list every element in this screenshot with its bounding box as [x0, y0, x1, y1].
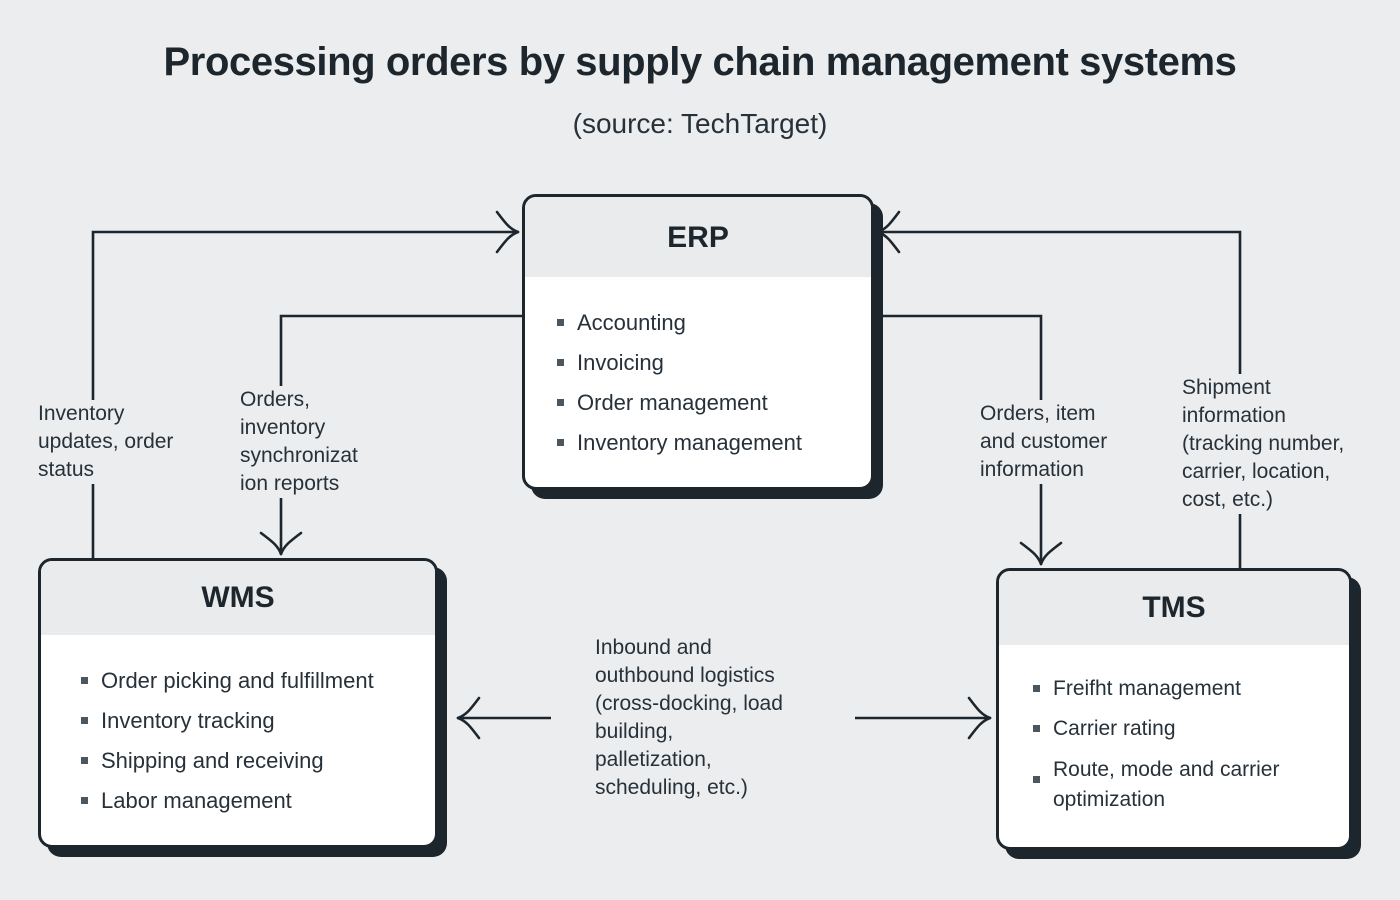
list-item: Order management: [555, 383, 871, 423]
list-item: Accounting: [555, 303, 871, 343]
list-item: Invoicing: [555, 343, 871, 383]
page-subtitle: (source: TechTarget): [572, 108, 828, 139]
list-item: Freifht management: [1031, 669, 1349, 709]
node-tms-body: Freifht management Carrier rating Route,…: [999, 645, 1349, 815]
edge-label-tms-wms-logistics: Inbound and outhbound logistics (cross-d…: [595, 634, 835, 802]
list-item: Order picking and fulfillment: [79, 661, 435, 701]
page-title: Processing orders by supply chain manage…: [163, 40, 1237, 84]
node-erp[interactable]: ERP Accounting Invoicing Order managemen…: [522, 194, 874, 490]
node-erp-body: Accounting Invoicing Order management In…: [525, 277, 871, 463]
list-item: Carrier rating: [1031, 709, 1349, 749]
list-item: Inventory management: [555, 423, 871, 463]
list-item: Shipping and receiving: [79, 741, 435, 781]
node-tms-title: TMS: [999, 571, 1349, 645]
node-wms[interactable]: WMS Order picking and fulfillment Invent…: [38, 558, 438, 848]
list-item: Labor management: [79, 781, 435, 821]
edge-label-wms-to-erp: Inventory updates, order status: [38, 400, 208, 484]
list-item: Route, mode and carrier optimization: [1031, 749, 1349, 815]
edge-wms-to-tms: [855, 696, 992, 740]
edge-wms-to-erp: [91, 210, 520, 558]
node-erp-title: ERP: [525, 197, 871, 277]
node-wms-body: Order picking and fulfillment Inventory …: [41, 635, 435, 821]
node-tms[interactable]: TMS Freifht management Carrier rating Ro…: [996, 568, 1352, 850]
list-item: Inventory tracking: [79, 701, 435, 741]
edge-label-tms-to-erp: Shipment information (tracking number, c…: [1182, 374, 1394, 514]
node-wms-title: WMS: [41, 561, 435, 635]
edge-label-erp-to-wms: Orders, inventory synchronizat ion repor…: [240, 386, 400, 498]
edge-tms-to-wms: [456, 696, 551, 740]
edge-label-erp-to-tms: Orders, item and customer information: [980, 400, 1152, 484]
